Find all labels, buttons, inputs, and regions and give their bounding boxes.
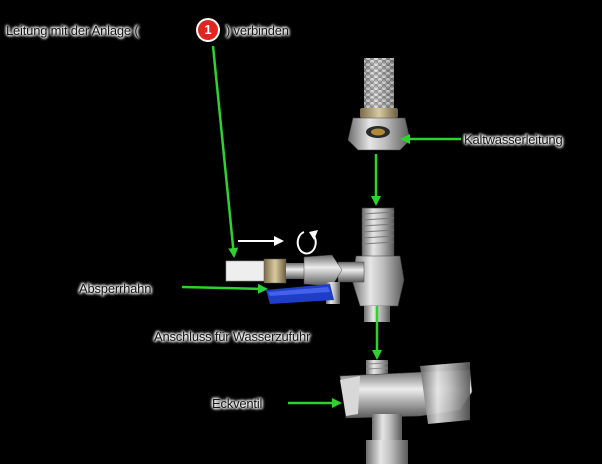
shutoff-valve bbox=[225, 254, 343, 304]
shutoff-label: Absperrhahn bbox=[79, 281, 152, 296]
rotate-arrow-icon bbox=[296, 230, 318, 255]
arrow-shutoff bbox=[181, 283, 268, 294]
arrow-connect-line bbox=[211, 45, 239, 258]
step-number-badge: 1 bbox=[198, 20, 218, 40]
angle-valve-label: Eckventil bbox=[212, 396, 263, 411]
connect-label-prefix: Leitung mit der Anlage ( bbox=[6, 23, 139, 38]
cold-water-label: Kaltwasserleitung bbox=[464, 132, 563, 147]
angle-valve bbox=[339, 360, 473, 464]
connect-label-suffix: ) verbinden bbox=[226, 23, 289, 38]
supply-connection-label: Anschluss für Wasserzufuhr bbox=[154, 329, 311, 344]
t-adapter bbox=[337, 207, 405, 322]
cold-water-hose bbox=[347, 58, 411, 151]
callout-arrows bbox=[181, 45, 461, 408]
